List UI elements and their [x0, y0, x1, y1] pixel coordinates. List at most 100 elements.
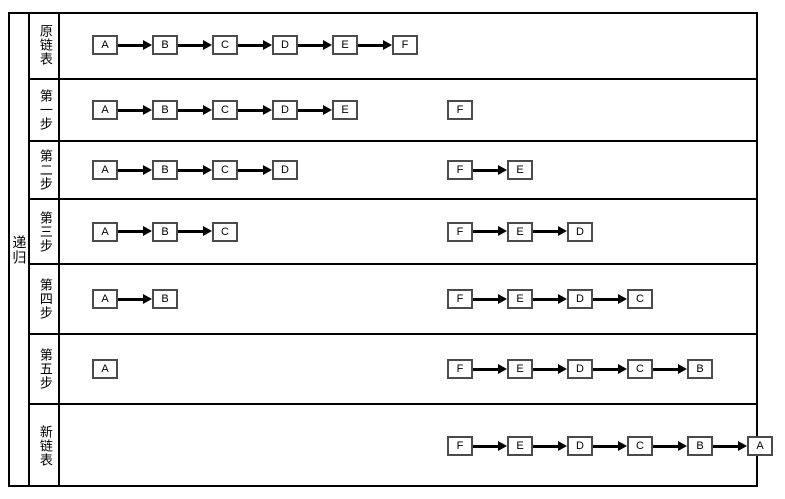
list-node: E: [507, 289, 533, 309]
list-node: D: [567, 221, 593, 242]
arrow-icon: [298, 39, 332, 51]
arrow-shaft: [473, 297, 500, 301]
arrow-icon: [533, 293, 567, 305]
list-node: C: [627, 289, 653, 309]
list-node: C: [627, 436, 653, 456]
arrow-head: [498, 226, 507, 236]
arrow-shaft: [238, 168, 265, 172]
list-node: C: [212, 35, 238, 55]
list-node: E: [507, 160, 533, 180]
arrow-head: [323, 39, 332, 50]
list-node: D: [272, 35, 298, 55]
arrow-icon: [593, 363, 627, 375]
row-label-text: 第五步: [36, 348, 52, 390]
arrow-icon: [473, 363, 507, 375]
list-node: B: [687, 436, 713, 456]
arrow-shaft: [653, 444, 680, 448]
arrow-icon: [653, 440, 687, 452]
arrow-icon: [473, 293, 507, 305]
arrow-icon: [358, 39, 392, 51]
row-label-cell: 第三步: [30, 200, 60, 263]
arrow-shaft: [533, 367, 560, 371]
list-node: F: [447, 100, 473, 120]
arrow-head: [383, 39, 392, 50]
list-node: B: [152, 160, 178, 180]
arrow-shaft: [178, 230, 205, 233]
arrow-head: [558, 293, 567, 304]
arrow-icon: [298, 104, 332, 116]
list-node: A: [92, 289, 118, 309]
arrow-icon: [118, 104, 152, 116]
arrow-icon: [533, 226, 567, 237]
list-node: E: [332, 35, 358, 55]
list-node: B: [687, 359, 713, 379]
list-node: E: [507, 436, 533, 456]
arrow-shaft: [653, 367, 680, 371]
arrow-head: [143, 39, 152, 50]
row-label-text: 新链表: [36, 425, 52, 467]
list-node: C: [212, 100, 238, 120]
arrow-head: [618, 293, 627, 304]
row-label-cell: 原链表: [30, 12, 60, 78]
arrow-icon: [713, 440, 747, 452]
arrow-shaft: [593, 444, 620, 448]
row-label-cell: 第四步: [30, 265, 60, 333]
arrow-head: [558, 226, 567, 236]
arrow-head: [618, 440, 627, 451]
row-label-text: 原链表: [36, 24, 52, 66]
list-node: F: [392, 35, 418, 55]
list-node: B: [152, 35, 178, 55]
arrow-icon: [593, 293, 627, 305]
list-node: B: [152, 221, 178, 242]
list-node: F: [447, 436, 473, 456]
arrow-shaft: [118, 168, 145, 172]
arrow-shaft: [473, 367, 500, 371]
arrow-head: [263, 104, 272, 115]
arrow-head: [498, 440, 507, 451]
arrow-icon: [238, 104, 272, 116]
list-node: F: [447, 160, 473, 180]
diagram-table-frame: [8, 12, 758, 487]
list-node: F: [447, 221, 473, 242]
arrow-head: [203, 164, 212, 175]
arrow-shaft: [473, 444, 500, 448]
row-label-text: 第三步: [36, 210, 52, 253]
arrow-shaft: [118, 230, 145, 233]
arrow-head: [143, 226, 152, 236]
arrow-icon: [118, 226, 152, 237]
arrow-head: [203, 226, 212, 236]
row-label-cell: 新链表: [30, 405, 60, 487]
arrow-shaft: [713, 444, 740, 448]
recursion-column: 递归: [8, 12, 30, 487]
arrow-shaft: [593, 297, 620, 301]
arrow-icon: [118, 164, 152, 176]
arrow-head: [498, 164, 507, 175]
arrow-shaft: [533, 230, 560, 233]
arrow-shaft: [178, 43, 205, 47]
arrow-shaft: [473, 168, 500, 172]
arrow-icon: [178, 226, 212, 237]
recursion-label: 递归: [10, 234, 27, 265]
arrow-icon: [178, 104, 212, 116]
arrow-head: [498, 363, 507, 374]
arrow-head: [678, 363, 687, 374]
list-node: D: [272, 160, 298, 180]
arrow-head: [143, 104, 152, 115]
